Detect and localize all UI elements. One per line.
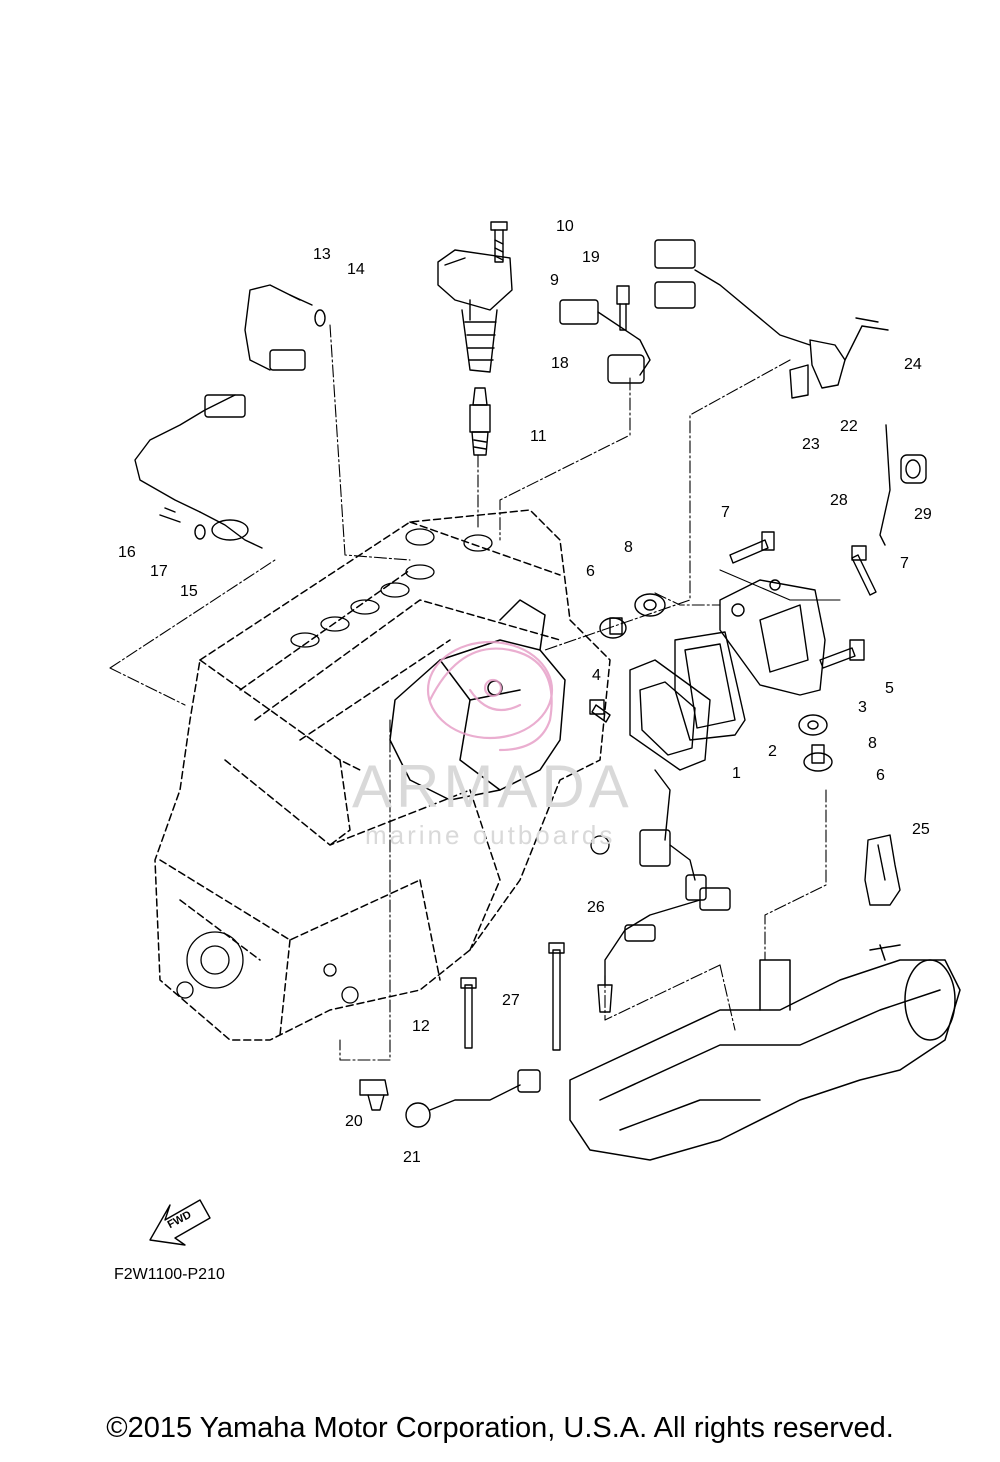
ignition-coil-9: [437, 249, 513, 373]
callout-3: 3: [858, 699, 867, 716]
callout-2: 2: [768, 743, 777, 760]
callout-10: 10: [556, 218, 574, 235]
sensor-cable-13: [244, 284, 326, 371]
harness-22: [654, 239, 889, 399]
sensors-20-21: [359, 1069, 541, 1128]
callout-15: 15: [180, 583, 198, 600]
callout-27: 27: [502, 992, 520, 1009]
sensor-26: [597, 887, 731, 1013]
o2-sensor-15: [134, 394, 263, 549]
diagram-code: F2W1100-P210: [114, 1266, 225, 1283]
ecm-1: [629, 659, 711, 901]
callout-8-top: 8: [624, 539, 633, 556]
spark-plug-11: [469, 387, 491, 456]
callout-5: 5: [885, 680, 894, 697]
bracket-28: [879, 424, 927, 546]
watermark-name: ARMADA: [352, 753, 633, 820]
bracket-3: [719, 579, 826, 696]
bolt-10: [490, 221, 508, 263]
callout-6-top: 6: [586, 563, 595, 580]
callout-26: 26: [587, 899, 605, 916]
callout-1: 1: [732, 765, 741, 782]
callout-23: 23: [802, 436, 820, 453]
callout-16: 16: [118, 544, 136, 561]
intake-manifold: [389, 599, 566, 801]
engine-ports: [176, 528, 610, 1004]
copyright-notice: ©2015 Yamaha Motor Corporation, U.S.A. A…: [106, 1412, 894, 1444]
grommets-6-8: [599, 593, 833, 772]
callout-12: 12: [412, 1018, 430, 1035]
leader-lines: [109, 324, 841, 1061]
clamp-25: [864, 834, 901, 906]
callout-28: 28: [830, 492, 848, 509]
callout-9: 9: [550, 272, 559, 289]
watermark-logo: [426, 640, 554, 752]
callout-24: 24: [904, 356, 922, 373]
callout-20: 20: [345, 1113, 363, 1130]
callout-21: 21: [403, 1149, 421, 1166]
callout-13: 13: [313, 246, 331, 263]
callout-14: 14: [347, 261, 365, 278]
callout-7-right: 7: [900, 555, 909, 572]
callout-7-left: 7: [721, 504, 730, 521]
callout-29: 29: [914, 506, 932, 523]
watermark-tagline: marine outboards: [365, 820, 616, 850]
callout-22: 22: [840, 418, 858, 435]
callout-19: 19: [582, 249, 600, 266]
bolts-7-5-4: [589, 531, 877, 723]
sensor-18: [559, 285, 651, 384]
callout-18: 18: [551, 355, 569, 372]
callout-8-bottom: 8: [868, 735, 877, 752]
exhaust-pipe: [569, 944, 961, 1161]
fwd-arrow: [149, 1199, 211, 1246]
callout-25: 25: [912, 821, 930, 838]
callout-17: 17: [150, 563, 168, 580]
callout-11: 11: [530, 428, 547, 445]
callout-4: 4: [592, 667, 601, 684]
engine-block: [154, 509, 611, 1041]
callout-6-bottom: 6: [876, 767, 885, 784]
cable-ties-12-27: [460, 942, 565, 1051]
gasket-2: [674, 631, 746, 741]
